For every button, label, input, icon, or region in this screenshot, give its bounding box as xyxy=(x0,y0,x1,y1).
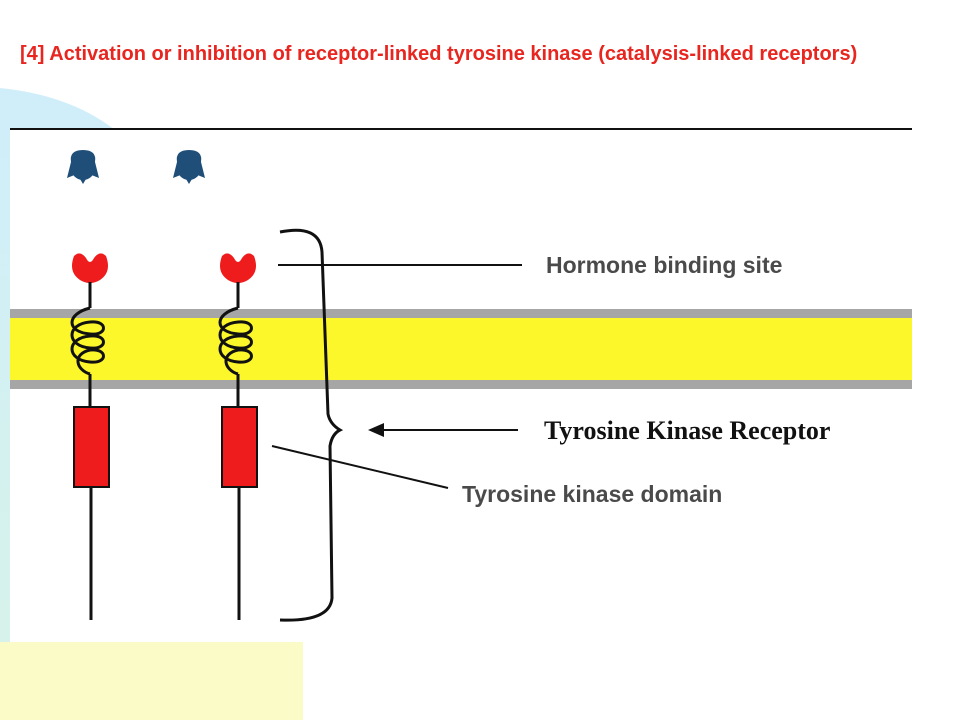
receptor-diagram-svg: Hormone binding site Tyrosine Kinase Rec… xyxy=(10,128,912,622)
hormone-binding-site-right xyxy=(220,253,256,283)
membrane-outer-bottom xyxy=(10,380,912,389)
hormone-molecule xyxy=(173,150,205,184)
tyrosine-kinase-domain-left xyxy=(73,406,110,488)
tyrosine-kinase-domain-right xyxy=(221,406,258,488)
receptor-diagram: Hormone binding site Tyrosine Kinase Rec… xyxy=(10,128,912,642)
hormone-binding-site-left xyxy=(72,253,108,283)
label-hormone-binding-site: Hormone binding site xyxy=(546,252,782,278)
receptor-right xyxy=(218,253,258,620)
transmembrane-coil-left xyxy=(70,306,105,376)
receptor-brace xyxy=(279,228,344,622)
background-yellow-block xyxy=(0,642,303,720)
kinase-domain-leader xyxy=(271,445,449,489)
cell-membrane xyxy=(10,318,912,380)
label-tyrosine-kinase-receptor: Tyrosine Kinase Receptor xyxy=(544,416,830,445)
hormone-molecule xyxy=(67,150,99,184)
receptor-arrow-head xyxy=(368,423,384,437)
slide-title: [4] Activation or inhibition of receptor… xyxy=(20,43,858,65)
label-tyrosine-kinase-domain: Tyrosine kinase domain xyxy=(462,481,722,507)
receptor-left xyxy=(70,253,110,620)
membrane-outer-top xyxy=(10,309,912,318)
transmembrane-coil-right xyxy=(218,306,253,376)
